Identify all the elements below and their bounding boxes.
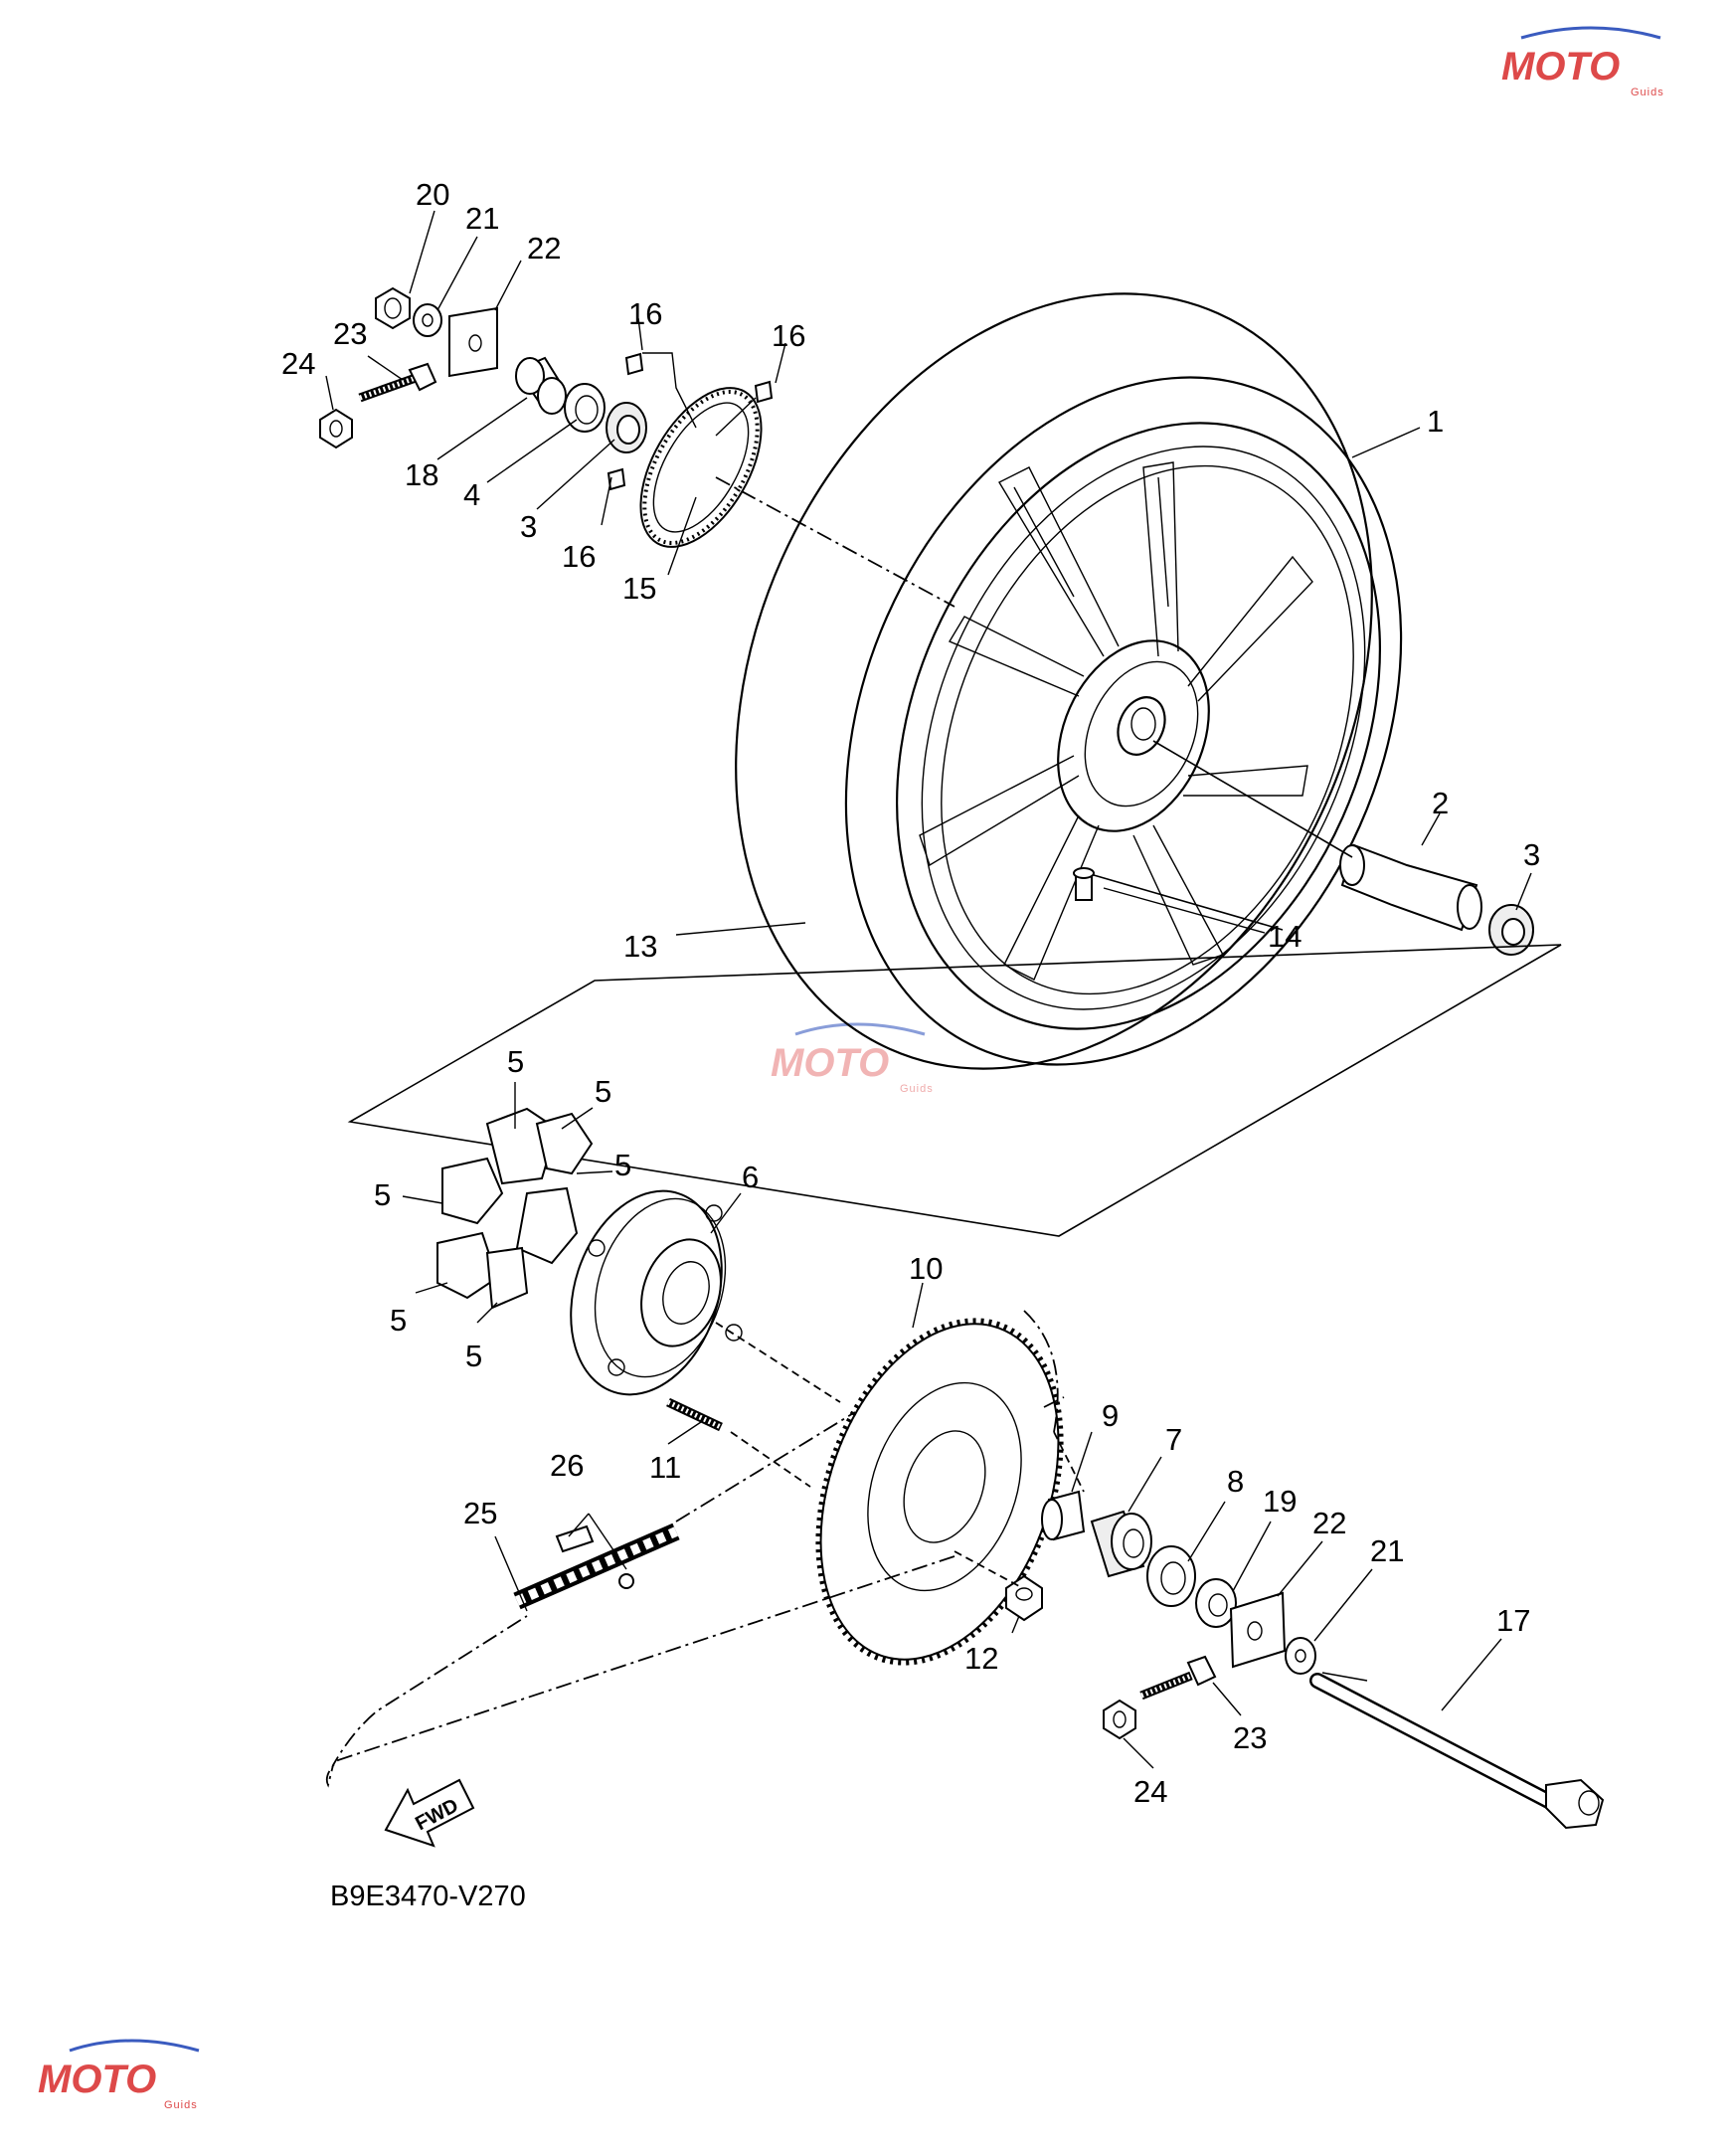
callout-24-top: 24 bbox=[281, 346, 315, 381]
bearing-7 bbox=[1090, 1510, 1152, 1578]
callout-26: 26 bbox=[550, 1448, 584, 1483]
callout-15: 15 bbox=[622, 571, 656, 606]
callout-3-right: 3 bbox=[1523, 837, 1540, 872]
rear-axle-17 bbox=[1309, 1672, 1605, 1830]
master-link-26 bbox=[555, 1524, 634, 1589]
svg-text:Guids: Guids bbox=[1631, 87, 1664, 98]
callout-5-e: 5 bbox=[390, 1303, 407, 1338]
nut-20 bbox=[375, 286, 411, 330]
callout-5-f: 5 bbox=[465, 1339, 482, 1373]
callout-23-bottom: 23 bbox=[1233, 1720, 1267, 1755]
callout-22-top: 22 bbox=[527, 231, 561, 266]
svg-text:Guids: Guids bbox=[900, 1083, 934, 1095]
adjusting-bolt-23-bottom bbox=[1139, 1655, 1217, 1701]
callout-5-d: 5 bbox=[374, 1177, 391, 1212]
callout-11: 11 bbox=[649, 1450, 681, 1485]
callout-5-b: 5 bbox=[595, 1074, 611, 1109]
watermark-logo-top-right: MOTO Guids bbox=[1501, 26, 1664, 98]
watermark-logo-bottom-left: MOTO Guids bbox=[38, 2039, 200, 2111]
oil-seal-8 bbox=[1146, 1545, 1196, 1607]
axle-collar-2 bbox=[1339, 843, 1482, 932]
callout-12: 12 bbox=[964, 1641, 998, 1676]
callout-21-bottom: 21 bbox=[1370, 1533, 1404, 1568]
fwd-arrow-icon: FWD bbox=[384, 1778, 475, 1848]
diagram-reference-code: B9E3470-V270 bbox=[330, 1881, 526, 1912]
callout-10: 10 bbox=[909, 1251, 943, 1286]
callout-7: 7 bbox=[1165, 1422, 1182, 1457]
callout-6: 6 bbox=[742, 1160, 759, 1194]
washer-21-top bbox=[413, 303, 442, 337]
left-collar-18 bbox=[515, 356, 567, 415]
callout-22-bottom: 22 bbox=[1312, 1506, 1346, 1540]
svg-text:MOTO: MOTO bbox=[1501, 45, 1620, 89]
svg-text:Guids: Guids bbox=[164, 2099, 198, 2111]
callout-20: 20 bbox=[416, 177, 449, 212]
bearing-3-right bbox=[1488, 904, 1534, 956]
leader-lines bbox=[325, 210, 1532, 1769]
callout-25: 25 bbox=[463, 1496, 497, 1530]
clutch-hub-6 bbox=[570, 1189, 743, 1396]
callout-1: 1 bbox=[1427, 404, 1444, 439]
callout-5-c: 5 bbox=[614, 1148, 631, 1182]
svg-text:MOTO: MOTO bbox=[771, 1041, 889, 1085]
callout-19: 19 bbox=[1263, 1484, 1297, 1519]
callout-14: 14 bbox=[1268, 919, 1302, 954]
svg-text:MOTO: MOTO bbox=[38, 2058, 156, 2101]
valve-stem bbox=[1073, 867, 1095, 901]
callout-13: 13 bbox=[623, 929, 657, 964]
adjusting-bolt-23-top bbox=[358, 362, 437, 403]
rear-sprocket-10 bbox=[815, 1318, 1064, 1666]
callout-8: 8 bbox=[1227, 1464, 1244, 1499]
locknut-24-bottom bbox=[1103, 1699, 1136, 1740]
stud-bolt-11 bbox=[666, 1397, 723, 1432]
callout-16-c: 16 bbox=[562, 539, 596, 574]
adjusting-plate-22-bottom bbox=[1229, 1591, 1287, 1669]
bearing-3-left bbox=[606, 402, 647, 453]
locknut-24-top bbox=[319, 408, 353, 449]
washer-21-bottom bbox=[1285, 1637, 1316, 1675]
damper-rubbers-5 bbox=[436, 1107, 594, 1310]
rear-wheel-tire bbox=[735, 292, 1403, 1070]
callout-18: 18 bbox=[405, 457, 438, 492]
callout-3-left: 3 bbox=[520, 509, 537, 544]
callout-16-b: 16 bbox=[772, 318, 805, 353]
adjusting-plate-22-top bbox=[448, 306, 498, 378]
callout-21-top: 21 bbox=[465, 201, 499, 236]
drive-chain-25 bbox=[513, 1523, 680, 1610]
callout-4: 4 bbox=[463, 477, 480, 512]
nut-12 bbox=[1005, 1574, 1043, 1622]
callout-23-top: 23 bbox=[333, 316, 367, 351]
callout-24-bottom: 24 bbox=[1133, 1774, 1167, 1809]
callout-16-a: 16 bbox=[628, 296, 662, 331]
screw-16 bbox=[607, 352, 774, 491]
callout-17: 17 bbox=[1496, 1603, 1530, 1638]
collar-19 bbox=[1195, 1578, 1237, 1628]
callout-9: 9 bbox=[1102, 1398, 1119, 1433]
collar-9 bbox=[1041, 1490, 1086, 1541]
callout-numbers: 20 21 22 23 24 16 16 18 4 3 16 15 1 2 3 … bbox=[281, 177, 1540, 1809]
callout-5-a: 5 bbox=[507, 1044, 524, 1079]
callout-2: 2 bbox=[1432, 786, 1449, 820]
watermark-logo-center: MOTO Guids bbox=[771, 1022, 934, 1095]
oil-seal-4 bbox=[564, 383, 606, 433]
